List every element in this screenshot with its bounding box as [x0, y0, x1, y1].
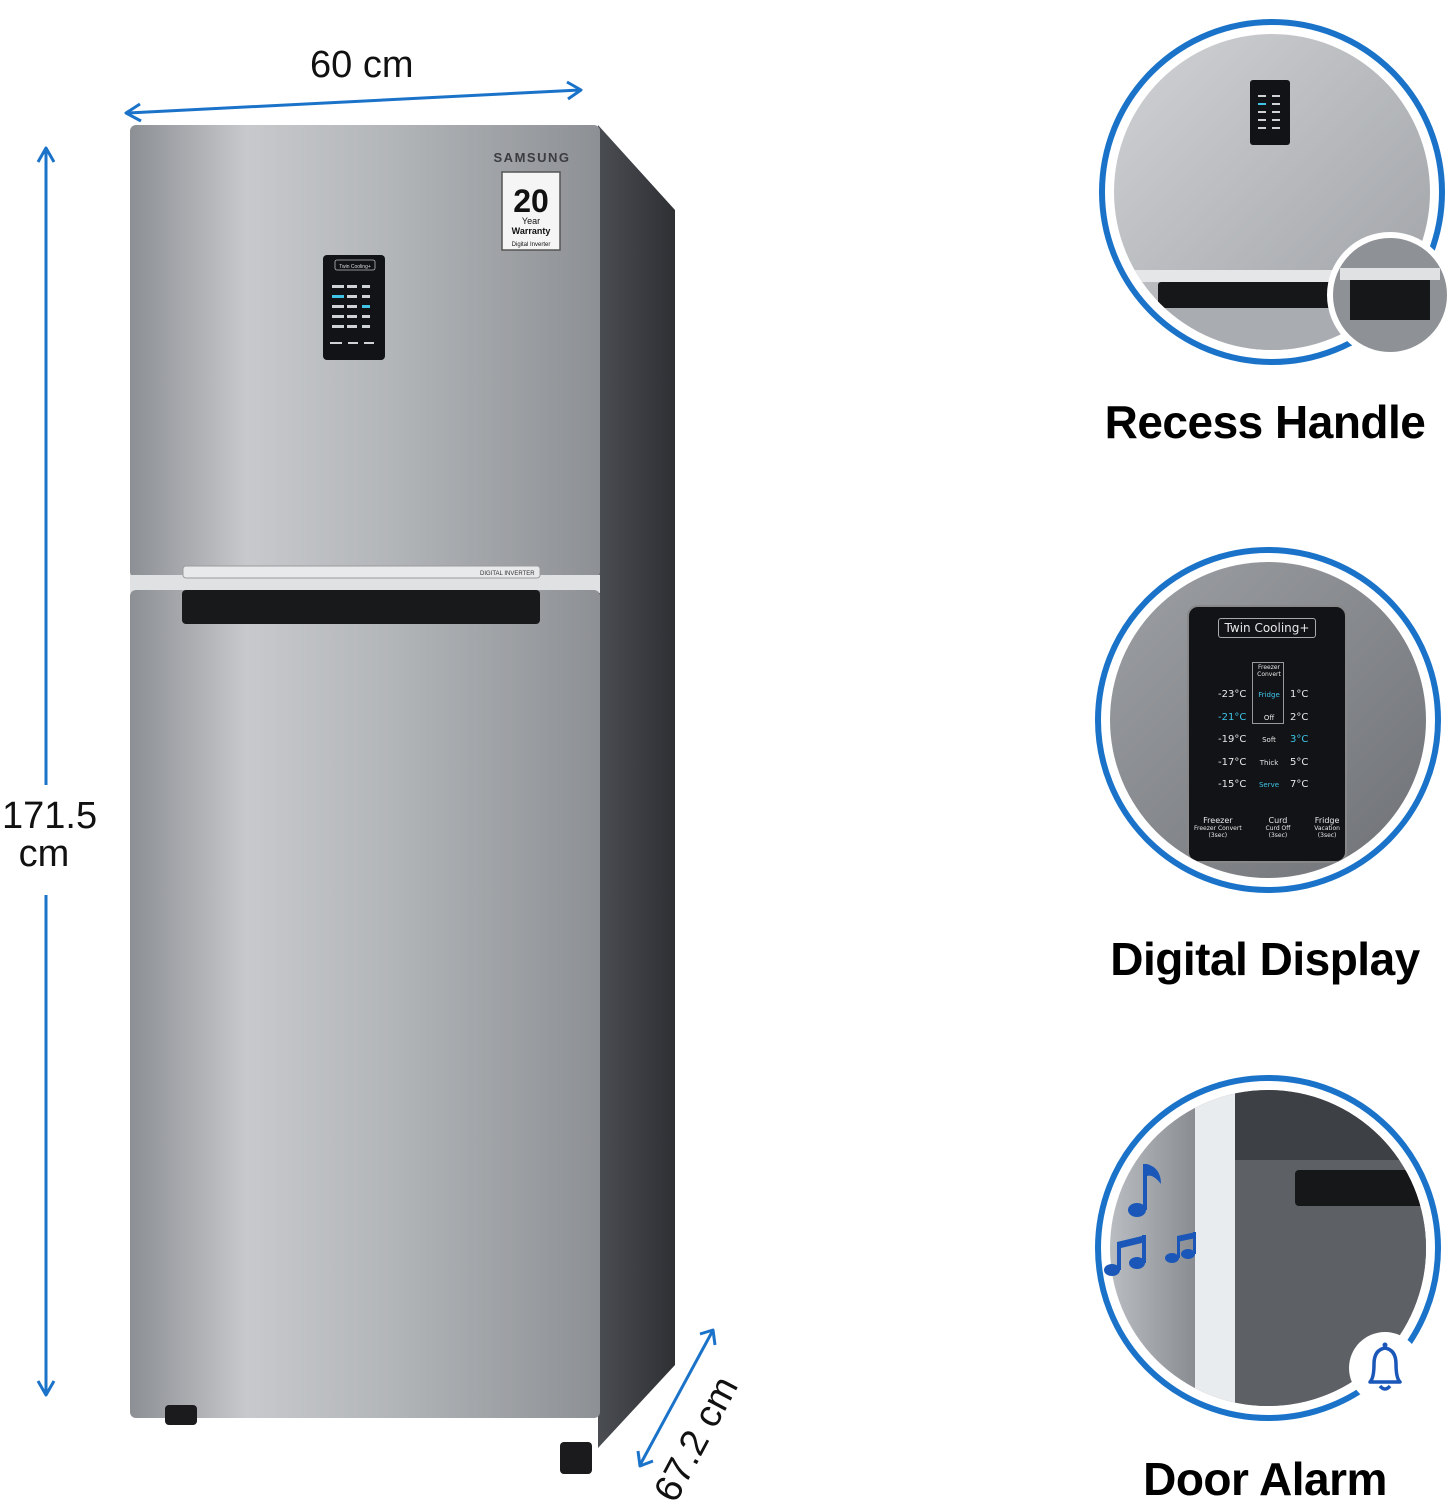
svg-text:Warranty: Warranty [512, 226, 551, 236]
fridge-side-panel [598, 125, 675, 1448]
fridge-foot-left [165, 1405, 197, 1425]
width-dimension-arrow [124, 80, 583, 123]
fridge-temp[interactable]: 1°C [1290, 689, 1309, 700]
mode-item[interactable]: Thick [1259, 758, 1279, 767]
freezer-temp[interactable]: -15°C [1218, 779, 1247, 790]
fridge-temp[interactable]: 3°C [1290, 734, 1309, 745]
recess-handle [182, 590, 540, 624]
height-label: 171.5 cm [2, 795, 98, 875]
curd-button[interactable]: Curd Curd Off (3sec) [1265, 816, 1291, 839]
height-unit: cm [18, 833, 70, 875]
door-alarm-photo [1095, 1075, 1441, 1421]
digital-inverter-mark: DIGITAL INVERTER [480, 571, 535, 577]
door-alarm-title: Door Alarm [1143, 1453, 1387, 1505]
fridge-foot-right [560, 1442, 592, 1474]
height-value: 171.5 [2, 795, 98, 837]
recess-handle-photo [1099, 19, 1453, 365]
display-button-row: Freezer Freezer Convert (3sec) Curd Curd… [1194, 816, 1340, 839]
fridge-temp[interactable]: 7°C [1290, 779, 1309, 790]
freezer-temp-list: -23°C -21°C -19°C -17°C -15°C [1218, 684, 1254, 797]
mode-list: Fridge Off Soft Thick Serve [1256, 684, 1282, 797]
freezer-temp[interactable]: -17°C [1218, 756, 1247, 768]
fridge-temp[interactable]: 2°C [1290, 711, 1309, 723]
freezer-temp[interactable]: -23°C [1218, 689, 1247, 700]
freezer-temp[interactable]: -19°C [1218, 734, 1247, 745]
mode-item[interactable]: Serve [1258, 781, 1280, 789]
mode-highlight-box [1252, 662, 1284, 724]
mode-item[interactable]: Off [1263, 713, 1275, 722]
bell-icon [1349, 1332, 1421, 1404]
height-dimension-arrow [36, 146, 56, 1397]
svg-text:20: 20 [513, 183, 549, 219]
freezer-button[interactable]: Freezer Freezer Convert (3sec) [1194, 816, 1242, 839]
digital-display-title: Digital Display [1110, 933, 1420, 985]
display-column-header: Freezer Convert [1257, 664, 1281, 678]
fridge-temp[interactable]: 5°C [1290, 756, 1309, 768]
recess-handle-title: Recess Handle [1104, 396, 1426, 448]
fridge-door [130, 590, 600, 1418]
svg-text:Digital Inverter: Digital Inverter [512, 242, 551, 248]
warranty-badge: 20 Year Warranty Digital Inverter [501, 171, 561, 251]
svg-text:Year: Year [522, 216, 540, 226]
mode-item[interactable]: Fridge [1258, 691, 1280, 699]
digital-display-photo [1095, 547, 1441, 893]
fridge-button[interactable]: Fridge Vacation (3sec) [1314, 816, 1340, 839]
mode-item[interactable]: Soft [1262, 736, 1276, 744]
depth-dimension-arrow [636, 1328, 717, 1468]
svg-text:Twin Cooling+: Twin Cooling+ [339, 264, 371, 270]
freezer-temp[interactable]: -21°C [1218, 711, 1247, 723]
music-notes-icon [1104, 1164, 1196, 1276]
door-display: Twin Cooling+ [323, 255, 385, 360]
display-panel: Twin Cooling+ Freezer Convert -23°C -21°… [1188, 606, 1346, 862]
display-header: Twin Cooling+ [1218, 618, 1316, 638]
brand-logo: SAMSUNG [494, 150, 571, 165]
fridge-temp-list: 1°C 2°C 3°C 5°C 7°C [1290, 684, 1320, 797]
door-divider [130, 575, 600, 593]
width-label: 60 cm [310, 44, 414, 86]
